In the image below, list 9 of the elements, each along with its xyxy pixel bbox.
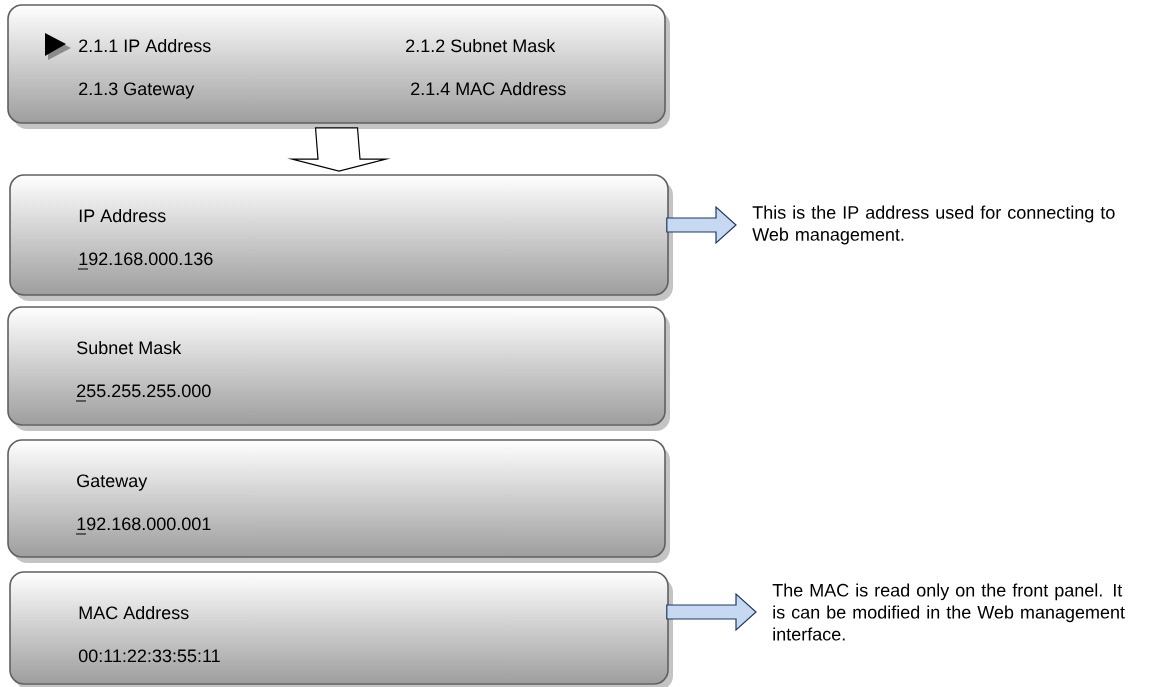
block-arrow [666, 592, 757, 632]
setting-box: MAC Address 00:11:22:33:55:11 [9, 571, 673, 687]
note-text: The MAC is read only on the front panel. It is can be modified in the Web management interface. [772, 583, 1125, 641]
note-text: This is the IP address used for connecting to Web management. [752, 205, 1115, 245]
block-arrow [666, 205, 737, 245]
setting-box: IP Address 192.168.000.136 [9, 174, 673, 301]
setting-box: Subnet Mask 255.255.255.000 [7, 306, 670, 431]
setting-box: Gateway 192.168.000.001 [7, 439, 670, 563]
menu-box: 2.1.1 IP Address 2.1.2 Subnet Mask 2.1.3 Gateway 2.1.4 MAC Address [7, 4, 670, 129]
